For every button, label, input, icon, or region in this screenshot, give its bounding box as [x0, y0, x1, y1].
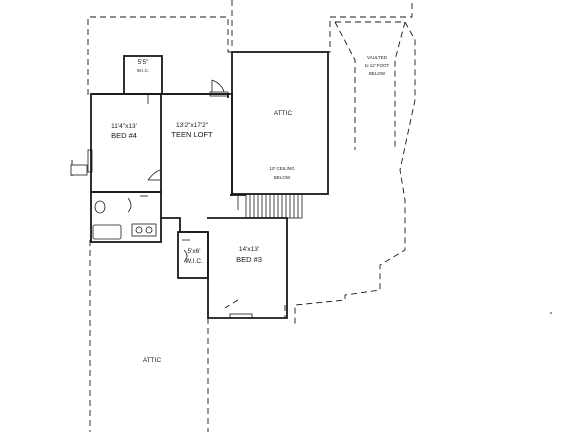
walls — [90, 51, 329, 319]
attic-top-label: ATTIC — [274, 110, 293, 117]
bed4-size: 11'4"x13' — [111, 123, 137, 130]
stair-treads — [249, 194, 299, 218]
bed3-name: BED #3 — [236, 255, 262, 264]
wic-mid-name: W.I.C. — [185, 258, 203, 265]
vaulted-note-line2: to 12' FOOT — [365, 63, 390, 68]
loft-name: TEEN LOFT — [171, 130, 213, 139]
door-swings — [127, 79, 239, 263]
wic-mid-walls — [177, 231, 209, 279]
vaulted-note-line1: VAULTED — [367, 55, 388, 60]
bed4-window — [87, 149, 93, 173]
attic-center-walls — [231, 51, 329, 195]
wic-top-name: W.I.C. — [137, 68, 149, 73]
bath-walls — [90, 191, 162, 243]
attic-bottom-label: ATTIC — [143, 357, 162, 364]
toilet — [94, 200, 106, 214]
sink-left — [135, 226, 143, 234]
bathtub — [92, 224, 122, 240]
bed4-name: BED #4 — [111, 131, 137, 140]
ceiling-note-line2: BELOW — [274, 175, 291, 180]
wic-top-size: 5'5" — [138, 59, 149, 66]
sink-right — [145, 226, 153, 234]
vaulted-note-line3: BELOW — [369, 71, 386, 76]
wic-mid-size: 5'x6' — [188, 248, 201, 255]
loft-size: 13'2"x17'2" — [176, 122, 209, 129]
fixtures — [70, 91, 253, 319]
chimney-box — [70, 164, 88, 176]
ceiling-note-line1: 10' CEILING — [269, 166, 295, 171]
loft-door — [209, 91, 229, 97]
scan-speck — [550, 312, 552, 314]
bed3-size: 14'x13' — [239, 246, 259, 253]
bed3-window — [229, 313, 253, 319]
